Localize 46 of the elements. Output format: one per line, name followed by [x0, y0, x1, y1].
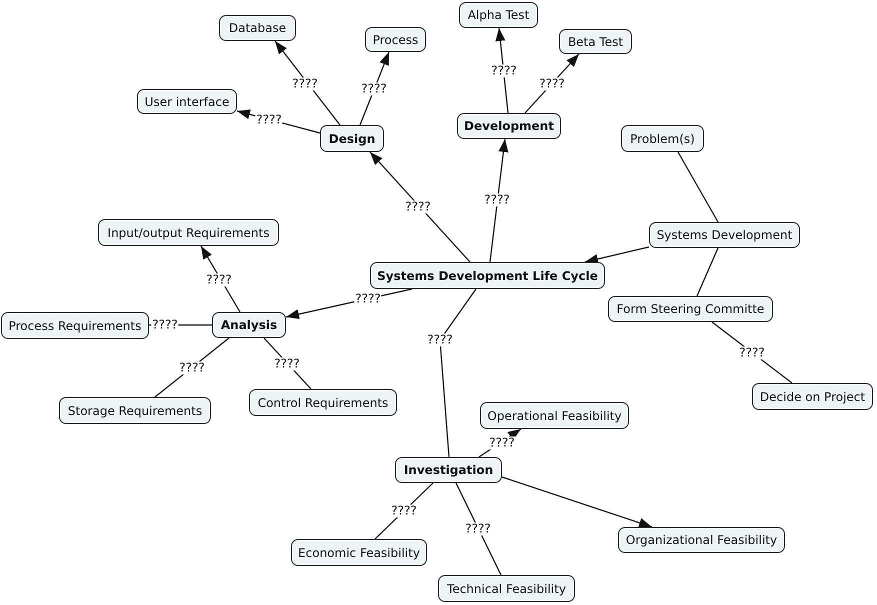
- connector-line: [696, 248, 719, 296]
- concept-box: Economic Feasibility: [291, 539, 427, 566]
- edge-label: ????: [464, 522, 492, 536]
- edge-label: ????: [483, 194, 511, 206]
- arrow: [502, 476, 652, 528]
- edge-label: ????: [490, 64, 518, 78]
- edge-label: ????: [738, 346, 766, 360]
- main-concept-box: Investigation: [395, 457, 502, 483]
- concept-box: Operational Feasibility: [480, 402, 629, 429]
- concept-box: Process Requirements: [1, 312, 149, 339]
- concept-box: Input/output Requirements: [98, 219, 279, 246]
- main-concept-box: Systems Development Life Cycle: [370, 262, 605, 289]
- edge-label: ????: [291, 78, 319, 90]
- concept-box: Process: [365, 27, 426, 52]
- edge-label: ????: [538, 78, 566, 90]
- concept-box: Alpha Test: [459, 2, 538, 28]
- concept-box: Technical Feasibility: [438, 575, 575, 602]
- connector-line: [677, 152, 719, 222]
- concept-box: Beta Test: [559, 29, 632, 54]
- concept-box: Decide on Project: [752, 383, 873, 410]
- concept-box: Database: [219, 15, 296, 41]
- main-concept-box: Development: [457, 113, 561, 139]
- connector-line: [439, 288, 476, 458]
- concept-box: User interface: [137, 89, 237, 114]
- main-concept-box: Analysis: [212, 312, 286, 338]
- concept-box: Control Requirements: [249, 389, 397, 416]
- arrow: [370, 152, 470, 262]
- edge-label: ????: [273, 358, 301, 370]
- edge-label: ????: [354, 292, 382, 306]
- edge-label: ????: [255, 114, 283, 126]
- edge-label: ????: [178, 362, 206, 374]
- concept-box: Organizational Feasibility: [618, 527, 785, 553]
- arrow: [489, 138, 508, 262]
- concept-box: Storage Requirements: [59, 397, 211, 424]
- edge-label: ????: [404, 200, 432, 214]
- concept-box: Systems Development: [649, 222, 800, 248]
- concept-box: Problem(s): [621, 125, 704, 152]
- main-concept-box: Design: [320, 125, 384, 152]
- edge-label: ????: [488, 436, 516, 450]
- concept-box: Form Steering Committe: [608, 296, 773, 322]
- edge-label: ????: [205, 274, 233, 286]
- edge-label: ????: [151, 318, 179, 332]
- edge-label: ????: [360, 82, 388, 96]
- edge-label: ????: [426, 334, 454, 346]
- edge-label: ????: [390, 504, 418, 518]
- arrow: [584, 246, 650, 264]
